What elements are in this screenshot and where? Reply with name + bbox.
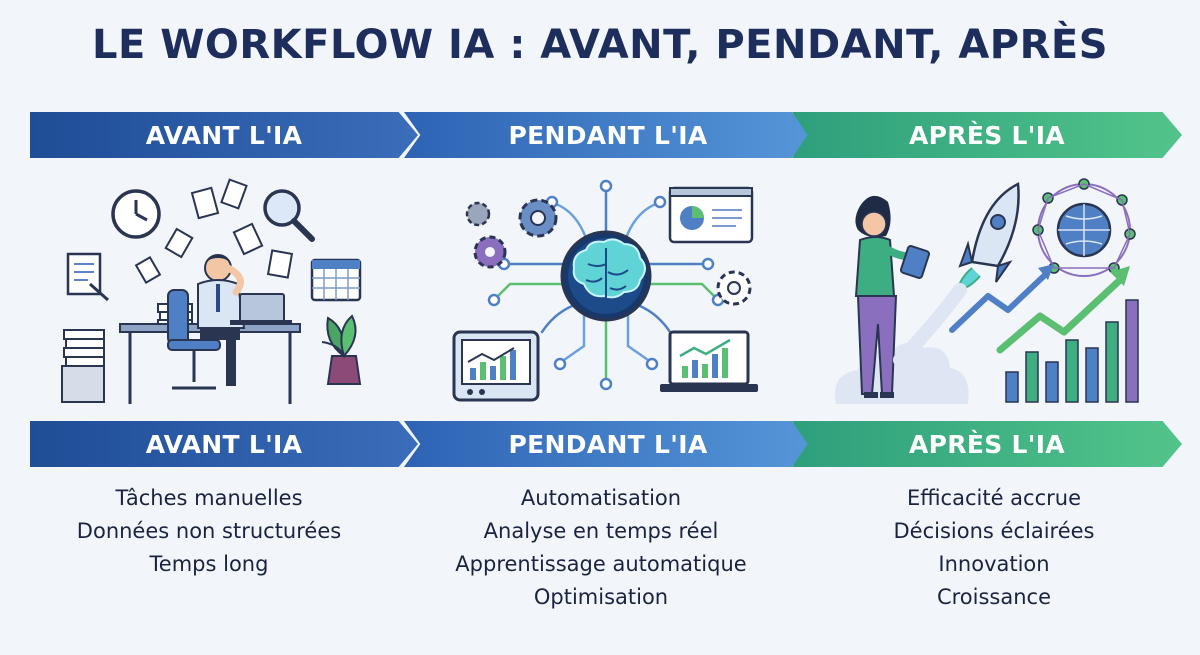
rocket-icon bbox=[893, 182, 1020, 367]
banner-pendant-bottom: PENDANT L'IA bbox=[404, 421, 812, 467]
laptop-icon bbox=[230, 293, 292, 325]
plant-icon bbox=[321, 314, 362, 385]
list-item: Temps long bbox=[149, 552, 269, 576]
bar-chart-icon bbox=[1005, 299, 1139, 403]
laptop-chart-icon bbox=[660, 330, 758, 392]
banner-label: PENDANT L'IA bbox=[508, 120, 708, 150]
list-item: Analyse en temps réel bbox=[483, 519, 719, 543]
clock-icon bbox=[111, 189, 161, 239]
woman-with-tablet bbox=[854, 195, 931, 398]
gear-icon bbox=[465, 198, 752, 306]
office-chair bbox=[167, 289, 221, 390]
list-item: Innovation bbox=[938, 552, 1050, 576]
monitor-chart-icon bbox=[452, 330, 540, 402]
manual-work-illustration bbox=[61, 178, 362, 404]
calendar-icon bbox=[310, 258, 362, 302]
list-item: Tâches manuelles bbox=[115, 486, 303, 510]
banner-apres-top: APRÈS L'IA bbox=[792, 112, 1182, 158]
dashboard-window-icon bbox=[668, 186, 754, 244]
avant-list: Tâches manuelles Données non structurées… bbox=[30, 482, 388, 581]
circuit-lines bbox=[496, 188, 716, 382]
banner-label: APRÈS L'IA bbox=[909, 429, 1065, 459]
magnifier-icon bbox=[263, 189, 315, 242]
list-item: Décisions éclairées bbox=[893, 519, 1095, 543]
banner-label: AVANT L'IA bbox=[145, 120, 303, 150]
brain-icon bbox=[560, 230, 652, 322]
banner-apres-bottom: APRÈS L'IA bbox=[792, 421, 1182, 467]
banner-label: PENDANT L'IA bbox=[508, 429, 708, 459]
banner-label: AVANT L'IA bbox=[145, 429, 303, 459]
stressed-worker bbox=[197, 254, 246, 386]
ai-brain-illustration bbox=[452, 179, 758, 402]
document-icon bbox=[66, 252, 109, 302]
banner-avant-bottom: AVANT L'IA bbox=[30, 421, 418, 467]
growth-illustration bbox=[834, 178, 1139, 404]
page-title: LE WORKFLOW IA : AVANT, PENDANT, APRÈS bbox=[91, 22, 1109, 68]
banner-pendant-top: PENDANT L'IA bbox=[404, 112, 812, 158]
growth-arrows bbox=[949, 264, 1130, 354]
pendant-list: Automatisation Analyse en temps réel App… bbox=[415, 482, 787, 614]
globe-network-icon bbox=[1032, 178, 1136, 277]
banner-label: APRÈS L'IA bbox=[909, 120, 1065, 150]
list-item: Efficacité accrue bbox=[906, 486, 1082, 510]
list-item: Données non structurées bbox=[76, 519, 342, 543]
list-item: Apprentissage automatique bbox=[455, 552, 747, 576]
flying-papers-icon bbox=[134, 178, 294, 285]
banner-avant-top: AVANT L'IA bbox=[30, 112, 418, 158]
list-item: Croissance bbox=[936, 585, 1052, 609]
apres-list: Efficacité accrue Décisions éclairées In… bbox=[808, 482, 1180, 614]
list-item: Automatisation bbox=[520, 486, 682, 510]
list-item: Optimisation bbox=[533, 585, 669, 609]
